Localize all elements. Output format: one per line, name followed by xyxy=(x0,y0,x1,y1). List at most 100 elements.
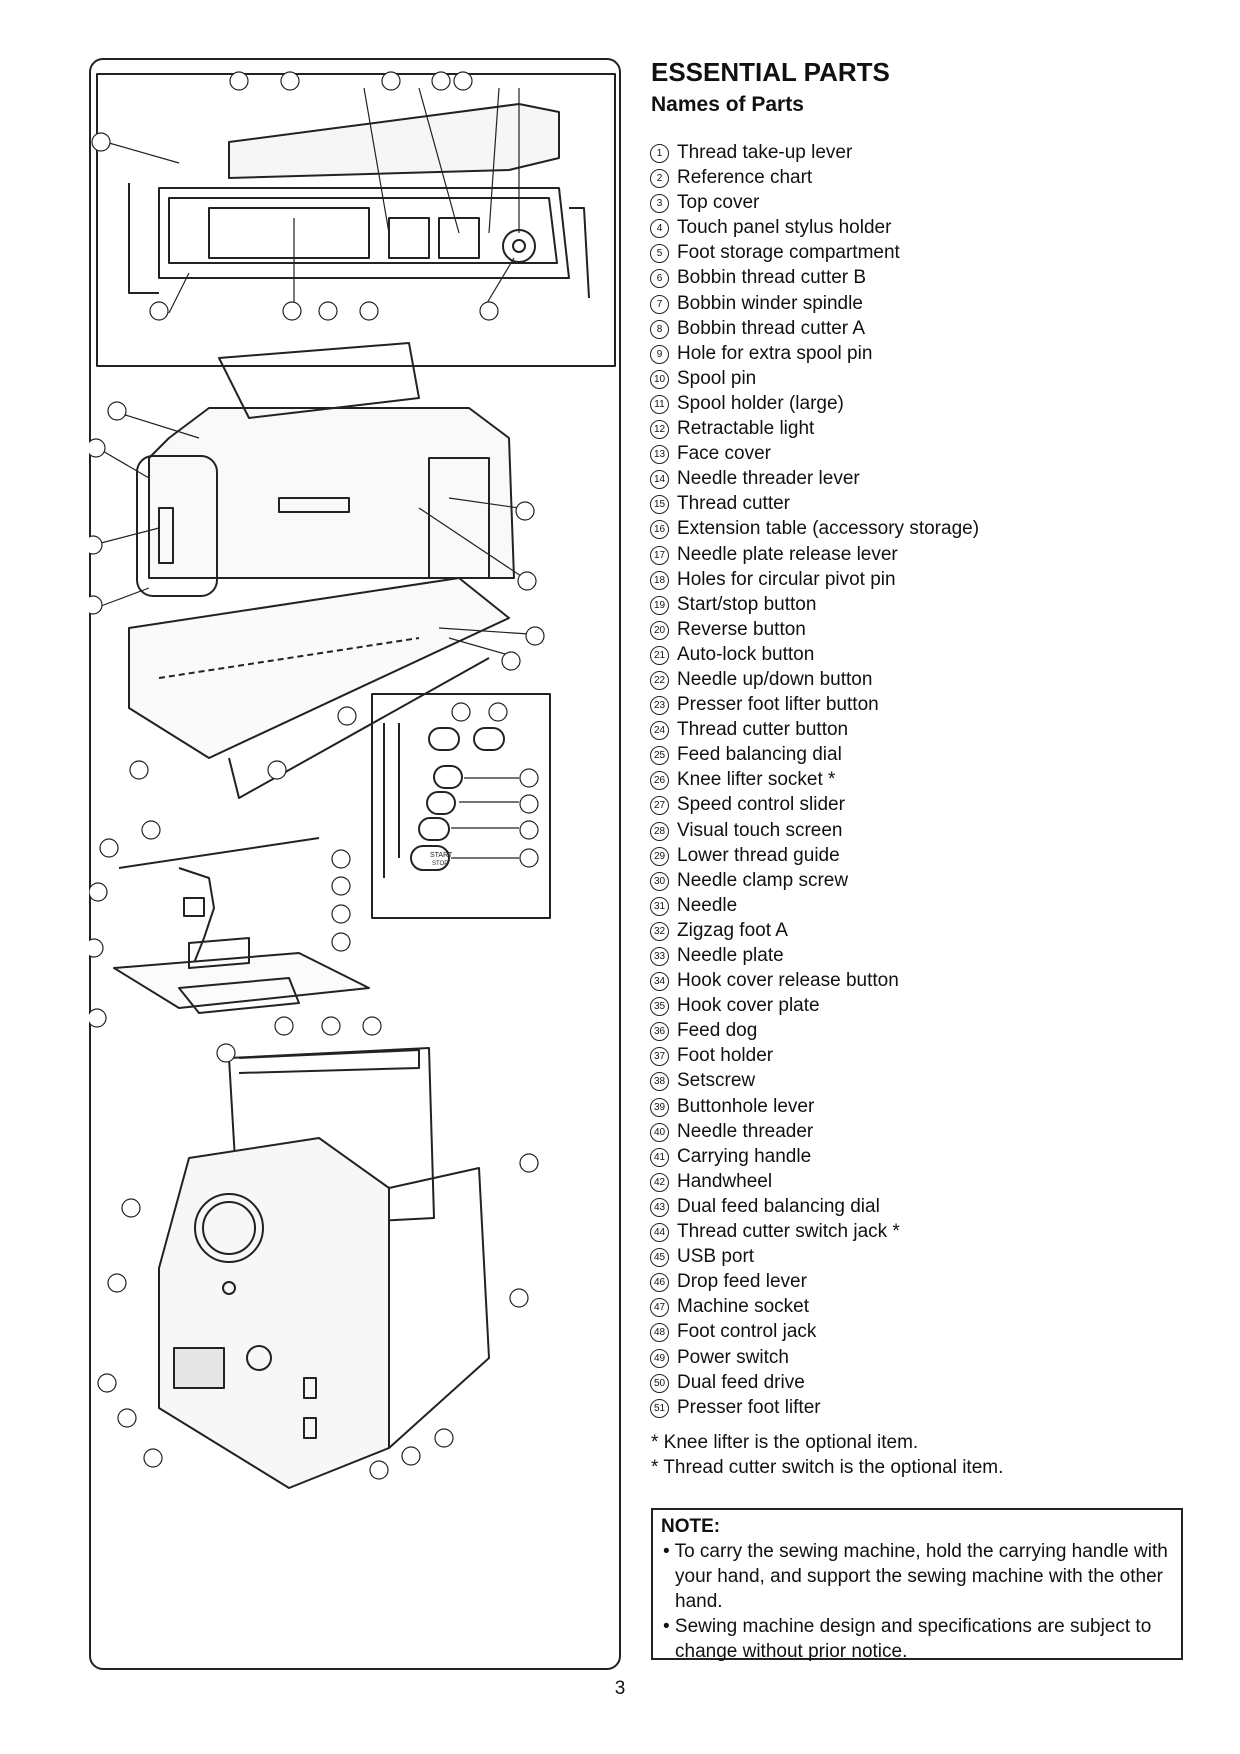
presser-foot-figure xyxy=(113,837,370,1014)
part-label: Needle up/down button xyxy=(677,668,873,690)
part-label: Needle threader xyxy=(677,1120,814,1142)
part-label: Hook cover plate xyxy=(677,995,820,1017)
part-label: Needle plate release lever xyxy=(677,543,898,565)
part-label: Carrying handle xyxy=(677,1145,812,1167)
part-label: Zigzag foot A xyxy=(677,919,788,941)
part-number: 36 xyxy=(650,1022,669,1042)
part-item: 43 Dual feed balancing dial xyxy=(650,1194,979,1219)
part-item: 22 Needle up/down button xyxy=(650,667,979,692)
machine-front-figure xyxy=(128,342,515,799)
part-label: Bobbin winder spindle xyxy=(677,292,863,314)
part-number: 48 xyxy=(650,1323,669,1343)
part-number: 11 xyxy=(650,394,669,414)
part-item: 17 Needle plate release lever xyxy=(650,542,979,567)
part-label: Thread take-up lever xyxy=(677,142,853,163)
part-label: Touch panel stylus holder xyxy=(677,217,892,239)
part-label: Thread cutter xyxy=(677,493,790,515)
part-number: 43 xyxy=(650,1197,669,1217)
part-label: Retractable light xyxy=(677,418,815,440)
part-label: Dual feed balancing dial xyxy=(677,1195,880,1217)
part-item: 20 Reverse button xyxy=(650,617,979,642)
part-label: Auto-lock button xyxy=(677,643,815,665)
note-items: • To carry the sewing machine, hold the … xyxy=(661,1539,1173,1664)
part-label: Needle xyxy=(677,894,738,916)
part-item: 7 Bobbin winder spindle xyxy=(650,291,979,316)
part-number: 33 xyxy=(650,947,669,966)
part-item: 25 Feed balancing dial xyxy=(650,742,979,767)
part-label: Speed control slider xyxy=(677,794,845,816)
part-number: 32 xyxy=(650,921,669,941)
part-label: Reference chart xyxy=(677,167,813,189)
part-number: 34 xyxy=(650,972,669,992)
part-label: Holes for circular pivot pin xyxy=(677,568,896,590)
part-label: Hook cover release button xyxy=(677,970,899,992)
part-label: Foot control jack xyxy=(677,1321,817,1343)
page-heading: ESSENTIAL PARTS xyxy=(651,57,890,87)
part-number: 17 xyxy=(650,545,669,565)
part-number: 40 xyxy=(650,1122,669,1142)
note-line: * Thread cutter switch is the optional i… xyxy=(651,1457,1004,1478)
part-number: 12 xyxy=(650,420,669,440)
top-view-figure xyxy=(96,73,616,367)
part-number: 15 xyxy=(650,495,669,515)
part-number: 7 xyxy=(650,294,669,314)
part-number: 6 xyxy=(650,269,669,289)
part-label: Machine socket xyxy=(677,1296,810,1318)
note-title: NOTE: xyxy=(661,1516,721,1537)
svg-text:STOP: STOP xyxy=(432,861,448,867)
part-label: Power switch xyxy=(677,1346,789,1368)
part-item: 50 Dual feed drive xyxy=(650,1370,979,1395)
machine-back-figure xyxy=(158,1047,490,1489)
part-number: 31 xyxy=(650,896,669,916)
illustration-frame xyxy=(89,58,621,1670)
part-label: Hole for extra spool pin xyxy=(677,342,873,364)
part-item: 40 Needle threader xyxy=(650,1119,979,1144)
part-number: 10 xyxy=(650,369,669,389)
part-number: 24 xyxy=(650,721,669,741)
part-number: 1 xyxy=(650,144,669,163)
part-item: 24 Thread cutter button xyxy=(650,717,979,742)
part-number: 50 xyxy=(650,1373,669,1393)
part-number: 30 xyxy=(650,871,669,891)
page-number: 3 xyxy=(614,1678,626,1699)
part-item: 41 Carrying handle xyxy=(650,1144,979,1169)
part-number: 46 xyxy=(650,1273,669,1293)
part-number: 22 xyxy=(650,670,669,690)
part-item: 48 Foot control jack xyxy=(650,1319,979,1344)
part-label: Thread cutter button xyxy=(677,719,849,741)
part-label: Feed balancing dial xyxy=(677,744,842,766)
part-number: 3 xyxy=(650,194,669,214)
part-item: 38 Setscrew xyxy=(650,1068,979,1093)
part-label: Setscrew xyxy=(677,1070,756,1092)
part-number: 49 xyxy=(650,1348,669,1368)
part-number: 26 xyxy=(650,771,669,791)
part-number: 2 xyxy=(650,169,669,189)
part-number: 38 xyxy=(650,1072,669,1092)
part-item: 31 Needle xyxy=(650,893,979,918)
part-label: Dual feed drive xyxy=(677,1371,805,1393)
part-label: Reverse button xyxy=(677,618,806,640)
part-number: 23 xyxy=(650,696,669,716)
part-label: Face cover xyxy=(677,443,771,465)
part-item: 32 Zigzag foot A xyxy=(650,918,979,943)
part-number: 20 xyxy=(650,620,669,640)
part-number: 45 xyxy=(650,1248,669,1268)
part-number: 41 xyxy=(650,1147,669,1167)
part-number: 25 xyxy=(650,746,669,766)
parts-illustration: START STOP xyxy=(89,71,616,1489)
